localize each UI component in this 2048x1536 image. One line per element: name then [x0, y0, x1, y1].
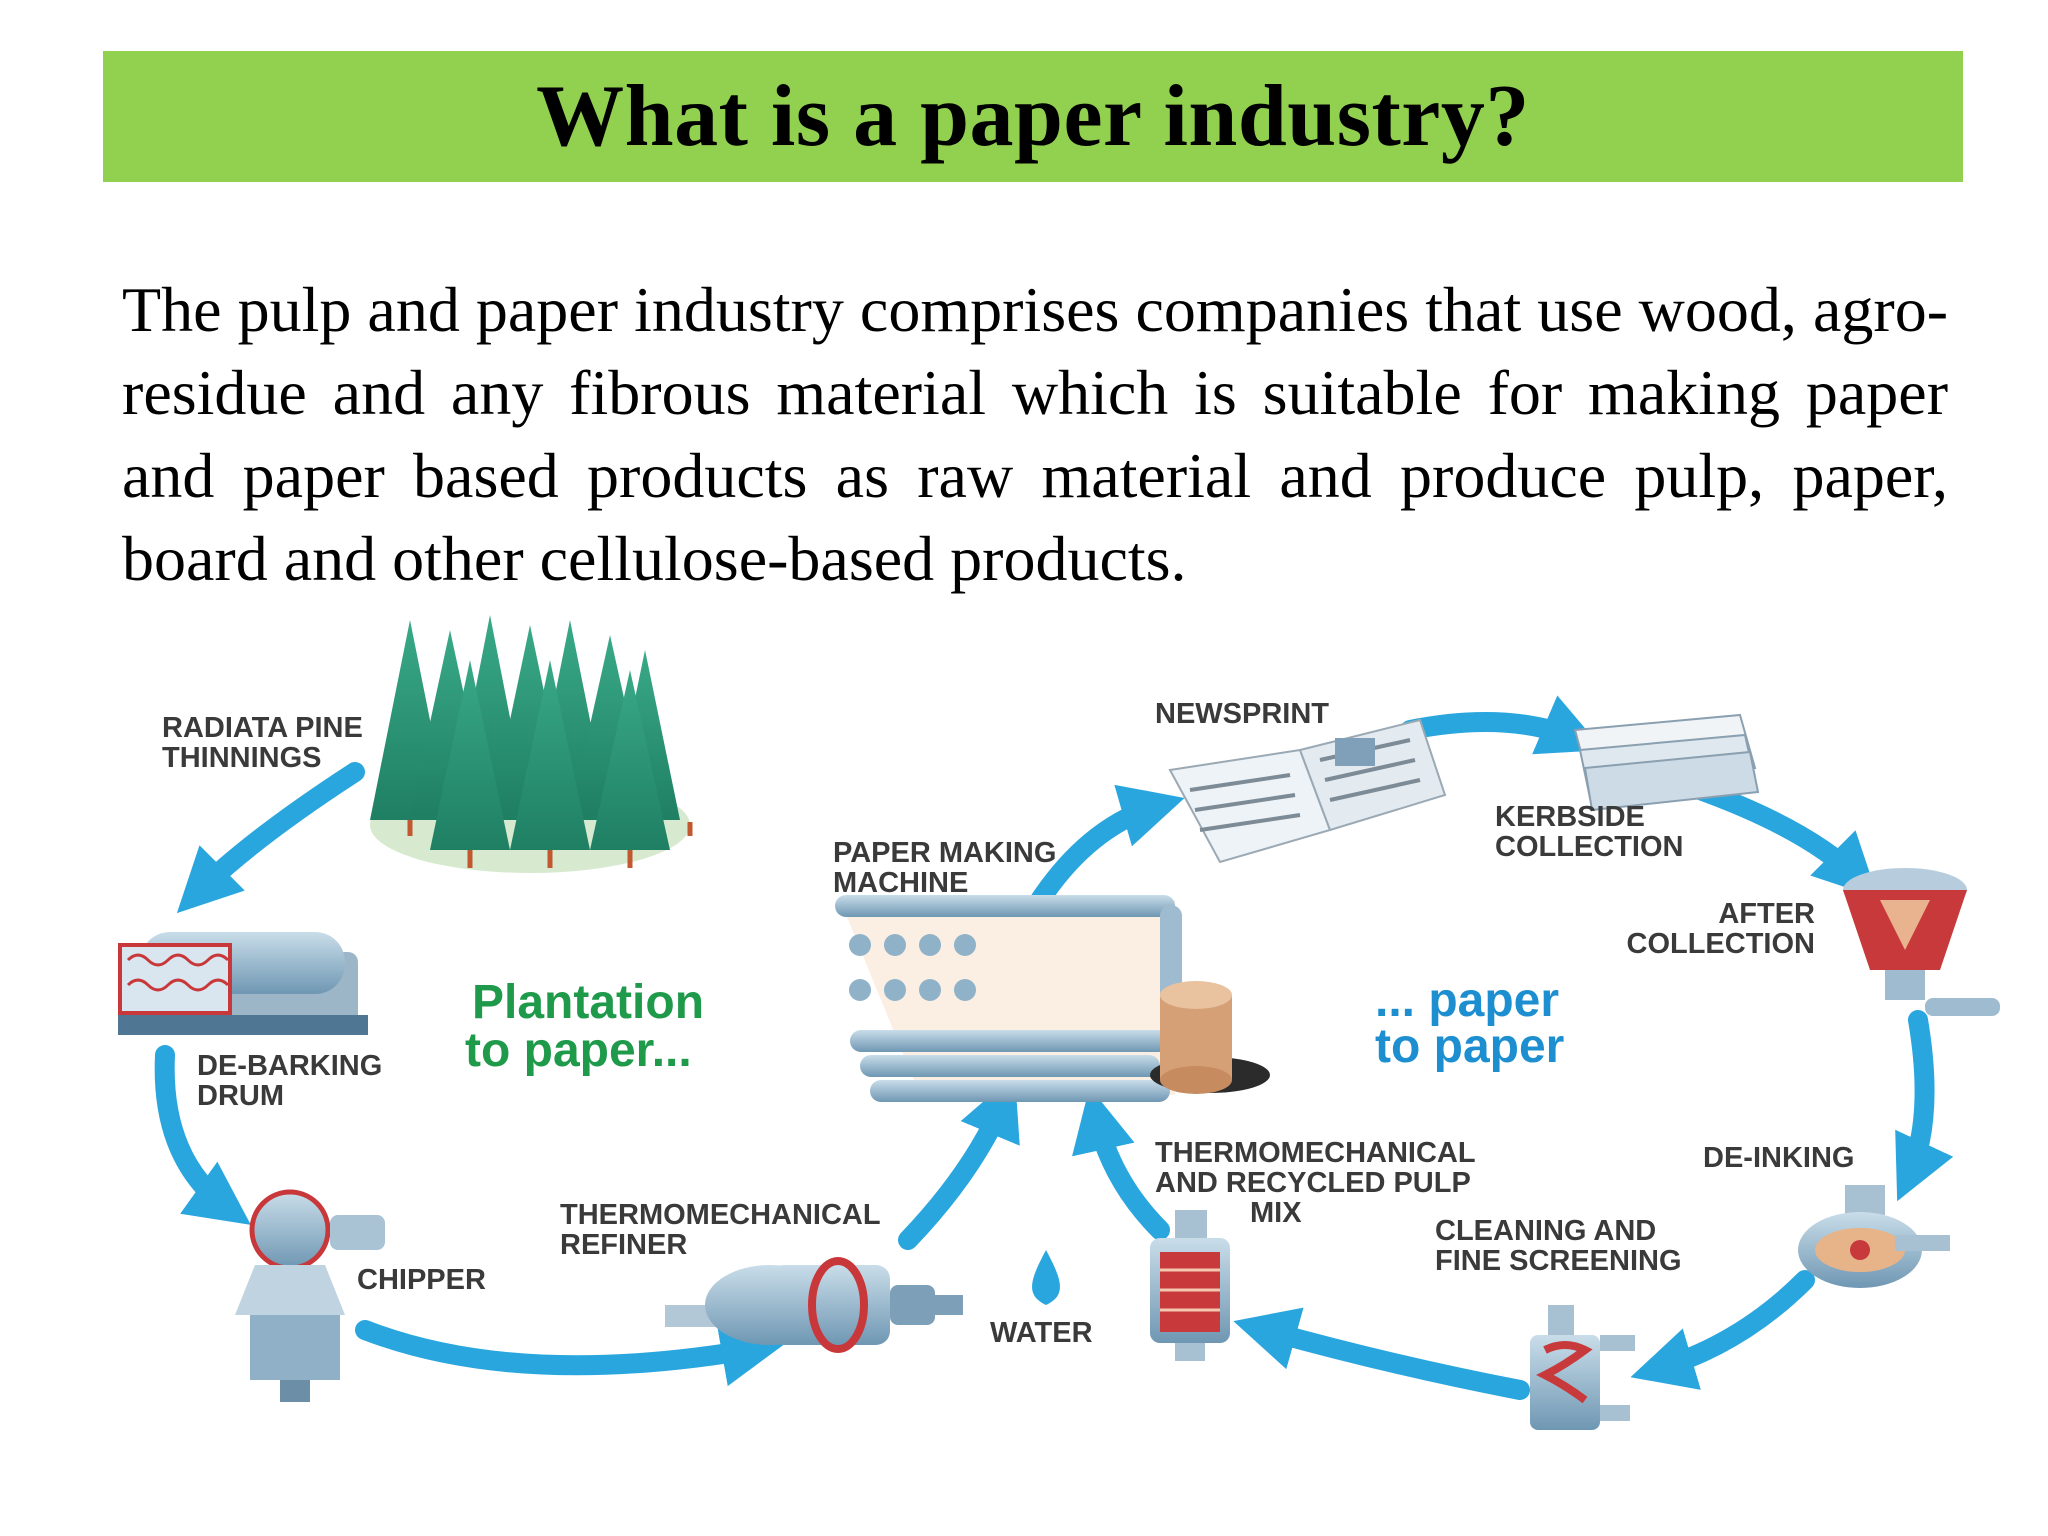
- label-cleaning-1: CLEANING AND: [1435, 1215, 1656, 1247]
- pulper-icon: [1843, 868, 2000, 1016]
- arrow-deinking-to-screening: [1630, 1270, 1815, 1390]
- arrow-screening-to-mix: [1233, 1307, 1530, 1400]
- arrow-mix-to-machine: [1072, 1087, 1170, 1240]
- arrow-drum-to-chipper: [154, 1045, 251, 1225]
- paper-roll-icon: [1150, 981, 1270, 1094]
- label-water: WATER: [990, 1317, 1093, 1349]
- arrow-newsprint-to-kerbside: [1400, 695, 1604, 755]
- label-debarking-2: DRUM: [197, 1080, 284, 1112]
- title-bar: What is a paper industry?: [103, 51, 1963, 182]
- label-kerbside-2: COLLECTION: [1495, 831, 1684, 863]
- label-debarking-1: DE-BARKING: [197, 1050, 382, 1082]
- paper-stack-icon: [1573, 713, 1760, 812]
- label-refiner-1: THERMOMECHANICAL: [560, 1199, 881, 1231]
- arrow-chipper-to-refiner: [355, 1320, 786, 1387]
- pulp-mix-tank-icon: [1150, 1210, 1230, 1361]
- refiner-icon: [665, 1257, 963, 1353]
- label-pulp-mix-2: AND RECYCLED PULP: [1155, 1167, 1471, 1199]
- newspaper-icon: [1168, 718, 1447, 864]
- chipper-icon: [235, 1189, 385, 1402]
- label-paper-machine-1: PAPER MAKING: [833, 837, 1056, 869]
- heading-plantation-2: to paper...: [465, 1024, 692, 1077]
- label-chipper: CHIPPER: [357, 1264, 486, 1296]
- arrow-machine-to-newsprint: [1030, 784, 1185, 910]
- heading-recycle-1: ... paper: [1375, 974, 1559, 1027]
- label-deinking: DE-INKING: [1703, 1142, 1854, 1174]
- label-newsprint: NEWSPRINT: [1155, 698, 1329, 730]
- water-drop-icon: [1032, 1250, 1060, 1305]
- definition-paragraph: The pulp and paper industry comprises co…: [122, 274, 1948, 594]
- label-after-collection-2: COLLECTION: [1627, 928, 1816, 960]
- label-pulp-mix-3: MIX: [1250, 1197, 1302, 1229]
- heading-plantation-1: Plantation: [472, 976, 704, 1029]
- arrow-refiner-to-machine: [898, 1074, 1020, 1250]
- label-cleaning-2: FINE SCREENING: [1435, 1245, 1682, 1277]
- heading-recycle-2: to paper: [1375, 1020, 1564, 1073]
- deinking-cell-icon: [1798, 1185, 1950, 1288]
- label-after-collection-1: AFTER: [1718, 898, 1815, 930]
- arrow-forest-to-drum: [176, 762, 365, 914]
- label-paper-machine-2: MACHINE: [833, 867, 968, 899]
- label-pulp-mix-1: THERMOMECHANICAL: [1155, 1137, 1476, 1169]
- cycle-arrows: [154, 695, 1954, 1400]
- label-kerbside-1: KERBSIDE: [1495, 801, 1645, 833]
- page-title: What is a paper industry?: [536, 68, 1530, 165]
- label-radiata-2: THINNINGS: [162, 742, 322, 774]
- label-refiner-2: REFINER: [560, 1229, 687, 1261]
- screening-icon: [1530, 1305, 1635, 1430]
- arrow-kerbside-to-pulper: [1690, 780, 1879, 899]
- paper-cycle-diagram: RADIATA PINE THINNINGS DE-BARKING DRUM C…: [0, 600, 2048, 1536]
- debarking-drum-icon: [118, 932, 368, 1035]
- label-radiata-1: RADIATA PINE: [162, 712, 363, 744]
- pine-forest-icon: [370, 615, 693, 873]
- arrow-pulper-to-deinking: [1895, 1010, 1954, 1202]
- paper-machine-icon: [835, 895, 1182, 1102]
